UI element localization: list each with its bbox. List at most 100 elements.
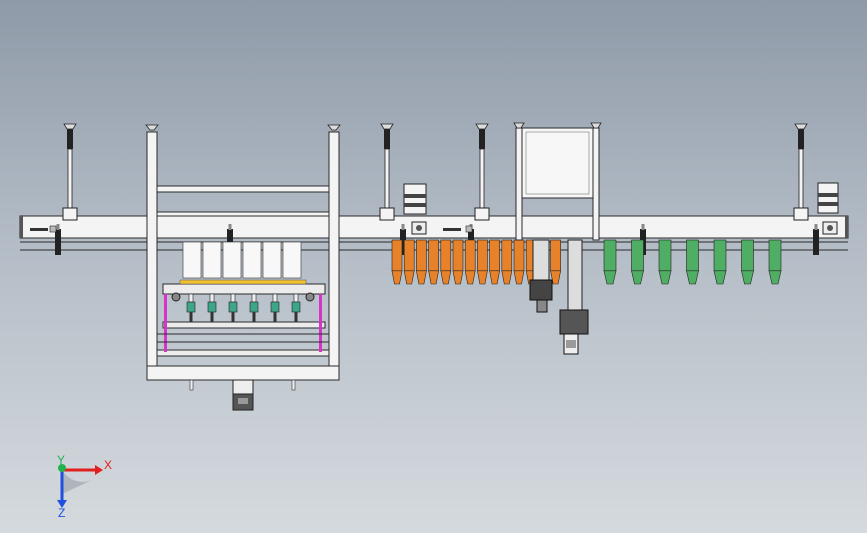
orange-bottle	[452, 239, 464, 285]
conveyor-motor-2	[817, 182, 839, 235]
green-bottle	[768, 239, 782, 285]
bottle-neck	[452, 270, 464, 285]
support-post	[793, 123, 809, 221]
bottle-body	[452, 239, 464, 272]
bottle-body	[403, 239, 415, 272]
filling-nozzle	[186, 293, 196, 322]
bottle-body	[416, 239, 427, 272]
post-top-screw	[380, 123, 394, 130]
z-axis-arrow	[57, 500, 67, 508]
nozzle-stem	[251, 293, 257, 303]
bottle-body	[489, 239, 500, 272]
post-rod	[384, 148, 390, 210]
magenta-rail-right	[319, 294, 322, 352]
frame-top-screw-left	[145, 124, 159, 131]
bottle-body	[603, 239, 617, 272]
axis-triad[interactable]: X Y Z	[57, 453, 112, 520]
bottle-body	[550, 239, 561, 272]
white-bottle	[282, 241, 302, 279]
white-bottle	[202, 241, 222, 279]
white-bottle	[222, 241, 242, 279]
x-axis-arrow	[95, 465, 103, 475]
filling-nozzle	[291, 293, 301, 322]
y-axis-label: Y	[57, 453, 65, 467]
nozzle-valve	[186, 301, 196, 313]
post-base-block	[62, 207, 78, 221]
bottle-body	[464, 239, 476, 272]
support-post	[62, 123, 78, 221]
beam-clamp-bolt	[56, 224, 60, 230]
nozzle-stem	[230, 293, 236, 303]
nozzle-tip	[294, 312, 298, 322]
z-axis-label: Z	[58, 506, 65, 520]
beam-clamp-bolt	[228, 224, 232, 230]
capper-top-cap-left	[513, 122, 525, 129]
orange-bottle	[391, 239, 403, 285]
post-upper-clamp	[479, 129, 485, 149]
bottle-neck	[477, 270, 488, 285]
frame-top-crossbar	[156, 185, 330, 193]
nozzle-tip	[252, 312, 256, 322]
beam-clamp	[55, 229, 61, 255]
post-top-screw	[475, 123, 489, 130]
nozzle-valve	[228, 301, 238, 313]
frame-lower-bar	[156, 349, 330, 357]
filling-machine-frame[interactable]	[145, 124, 341, 411]
bottle-body	[768, 239, 782, 272]
y-axis-point	[58, 464, 66, 472]
orange-bottle	[464, 239, 476, 285]
frame-mid-crossbar	[156, 211, 330, 217]
nozzle-lower-plate	[162, 321, 326, 329]
green-bottle	[686, 239, 699, 285]
frame-right-upright	[328, 131, 340, 381]
post-rod	[479, 148, 485, 210]
nozzle-tip	[273, 312, 277, 322]
green-bottle	[603, 239, 617, 285]
post-base-block	[379, 207, 395, 221]
frame-feet	[189, 379, 296, 391]
bottle-body	[631, 239, 644, 272]
bottle-neck	[501, 270, 513, 285]
orange-bottle	[428, 239, 439, 285]
bottle-body	[391, 239, 403, 272]
magenta-rail-left	[164, 294, 167, 352]
nozzle-plate	[162, 283, 326, 295]
conveyor-markers	[30, 225, 473, 233]
capping-station[interactable]	[513, 122, 602, 355]
white-bottle-group	[182, 241, 302, 279]
post-upper-clamp	[67, 129, 73, 149]
nozzle-stem	[272, 293, 278, 303]
filling-nozzle	[249, 293, 259, 322]
capper-hopper	[521, 127, 594, 199]
post-top-screw	[794, 123, 808, 130]
capping-head-2	[559, 239, 589, 355]
bottle-neck	[741, 270, 754, 285]
bottle-body	[658, 239, 672, 272]
frame-wheel-left	[171, 292, 181, 302]
nozzle-stem	[293, 293, 299, 303]
capper-top-cap-right	[590, 122, 602, 129]
bottle-body	[501, 239, 513, 272]
green-bottle	[658, 239, 672, 285]
frame-left-upright	[146, 131, 158, 381]
white-bottle	[262, 241, 282, 279]
green-bottle	[631, 239, 644, 285]
bottle-body	[741, 239, 754, 272]
post-top-screw	[63, 123, 77, 130]
bottle-neck	[416, 270, 427, 285]
bottle-neck	[686, 270, 699, 285]
bottle-neck	[440, 270, 452, 285]
conveyor-motor-1	[403, 183, 427, 235]
support-post	[379, 123, 395, 221]
frame-wheel-right	[305, 292, 315, 302]
bottle-neck	[631, 270, 644, 285]
bottle-neck	[403, 270, 415, 285]
nozzle-tip	[231, 312, 235, 322]
conveyor-beam	[19, 215, 849, 239]
green-bottle	[713, 239, 727, 285]
orange-bottle	[403, 239, 415, 285]
orange-bottle	[440, 239, 452, 285]
orange-bottle	[513, 239, 525, 285]
bottle-body	[440, 239, 452, 272]
